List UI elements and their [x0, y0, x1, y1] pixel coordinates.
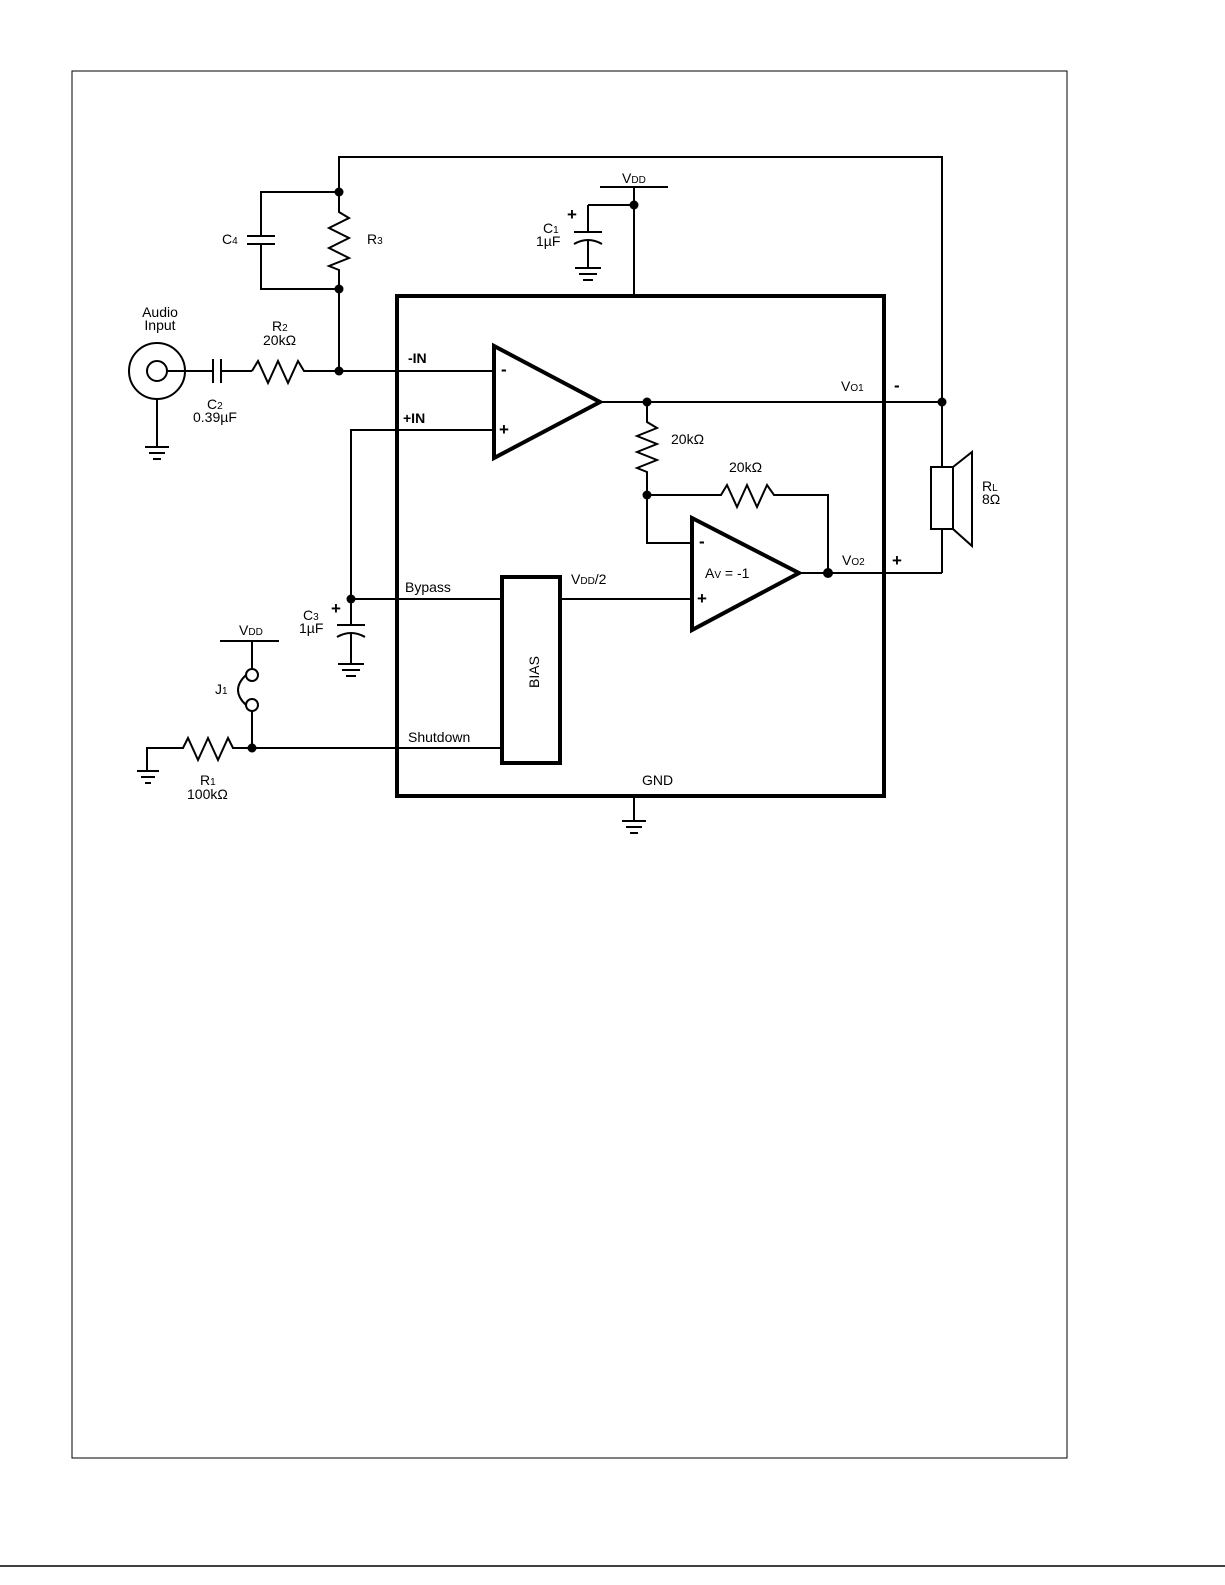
feedback-wire [339, 157, 942, 402]
c4-label: C4 [222, 231, 238, 247]
vo1-sign: - [894, 376, 900, 395]
bias-label: BIAS [526, 656, 542, 688]
r3-label: R3 [367, 231, 383, 247]
speaker-rl [931, 402, 972, 573]
c3-plus-sign: + [331, 599, 341, 618]
j1-label: J1 [215, 681, 228, 697]
vdd-supply-left [220, 641, 279, 669]
vdd-top-label: VDD [622, 170, 646, 186]
bypass-label: Bypass [405, 579, 451, 595]
capacitor-c1 [574, 205, 602, 280]
c1-value-label: 1µF [536, 233, 560, 249]
resistor-20k-horizontal [647, 485, 828, 573]
res-20k-a-label: 20kΩ [671, 431, 704, 447]
jumper-j1 [238, 669, 258, 748]
capacitor-c2 [213, 359, 252, 383]
opamp1-minus-label: - [501, 360, 507, 379]
c2-value-label: 0.39µF [193, 409, 237, 425]
audio-input-jack [129, 343, 213, 459]
plus-in-label: +IN [403, 410, 425, 426]
vdd-supply-top [588, 187, 668, 296]
gain-label: AV = -1 [705, 565, 750, 581]
plus-in-wire [351, 430, 397, 599]
rl-value-label: 8Ω [982, 491, 1000, 507]
capacitor-c4 [247, 192, 339, 289]
opamp2-minus-label: - [699, 532, 705, 551]
resistor-r3 [329, 188, 349, 294]
opamp1-plus-label: + [499, 420, 509, 439]
vo1-label: VO1 [841, 378, 864, 394]
gnd-label: GND [642, 772, 673, 788]
resistor-20k-vertical [637, 402, 657, 500]
vdd-half-label: VDD/2 [571, 571, 607, 587]
res-20k-b-label: 20kΩ [729, 459, 762, 475]
r2-value-label: 20kΩ [263, 332, 296, 348]
bypass-wire [347, 595, 503, 604]
opamp2-plus-label: + [697, 589, 707, 608]
capacitor-c3 [337, 599, 365, 676]
vo2-label: VO2 [842, 552, 865, 568]
ic-ground [622, 796, 646, 833]
resistor-r1 [137, 738, 397, 783]
c1-plus-sign: + [567, 205, 577, 224]
c3-value-label: 1µF [299, 620, 323, 636]
vo2-sign: + [892, 551, 902, 570]
page-frame [72, 71, 1067, 1458]
r1-value-label: 100kΩ [187, 786, 228, 802]
shutdown-label: Shutdown [408, 729, 470, 745]
vdd-left-label: VDD [239, 622, 263, 638]
resistor-r2 [252, 361, 397, 383]
minus-in-label: -IN [408, 350, 427, 366]
audio-input-label-2: Input [144, 317, 175, 333]
